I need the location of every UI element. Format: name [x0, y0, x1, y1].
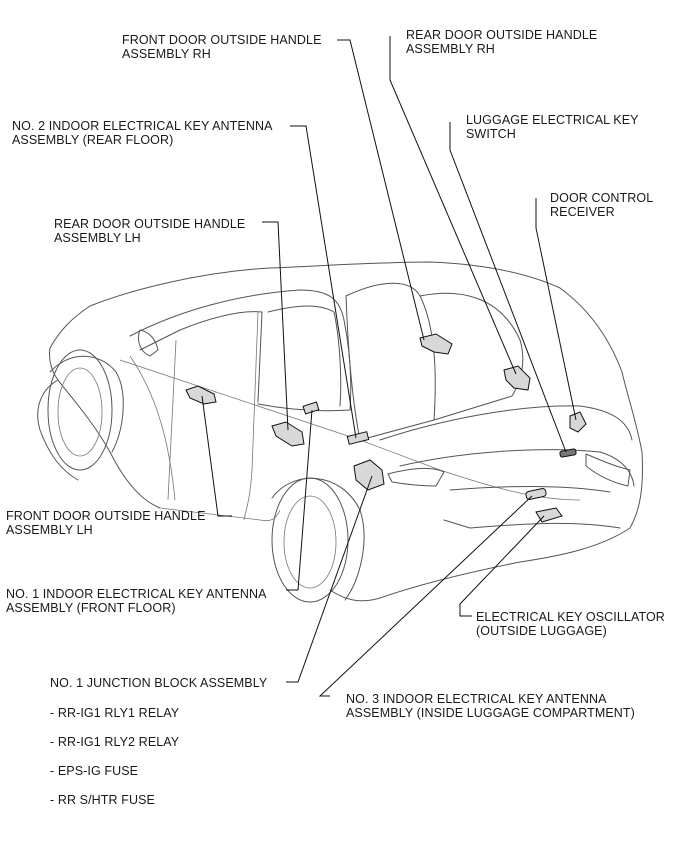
leader-key-oscillator [459, 515, 545, 617]
component-junction-block [353, 459, 385, 491]
label-no1-antenna: NO. 1 INDOOR ELECTRICAL KEY ANTENNA ASSE… [6, 587, 267, 615]
component-door-receiver [569, 411, 587, 433]
component-luggage-switch [559, 448, 577, 458]
label-no2-antenna: NO. 2 INDOOR ELECTRICAL KEY ANTENNA ASSE… [12, 119, 273, 147]
label-door-receiver: DOOR CONTROL RECEIVER [550, 191, 654, 219]
label-luggage-switch: LUGGAGE ELECTRICAL KEY SWITCH [466, 113, 639, 141]
leader-lines [201, 36, 577, 697]
junction-item: - RR-IG1 RLY2 RELAY [50, 735, 180, 749]
leader-junction-block [286, 475, 373, 683]
leader-no1-antenna [286, 409, 313, 591]
leader-front-door-lh [201, 395, 232, 517]
label-junction-block: NO. 1 JUNCTION BLOCK ASSEMBLY [50, 676, 268, 690]
leader-no2-antenna [290, 125, 357, 439]
component-key-oscillator [535, 507, 563, 523]
label-rear-door-rh: REAR DOOR OUTSIDE HANDLE ASSEMBLY RH [406, 28, 598, 56]
label-front-door-lh: FRONT DOOR OUTSIDE HANDLE ASSEMBLY LH [6, 509, 206, 537]
leader-no3-antenna [318, 495, 533, 697]
label-no3-antenna: NO. 3 INDOOR ELECTRICAL KEY ANTENNA ASSE… [346, 692, 635, 720]
component-rear-handle-rh [503, 365, 531, 391]
leader-door-receiver [535, 198, 577, 421]
leader-rear-door-lh [262, 221, 289, 431]
label-front-door-rh: FRONT DOOR OUTSIDE HANDLE ASSEMBLY RH [122, 33, 322, 61]
leader-front-door-rh [337, 39, 425, 341]
label-rear-door-lh: REAR DOOR OUTSIDE HANDLE ASSEMBLY LH [54, 217, 246, 245]
component-rear-handle-lh [271, 421, 305, 447]
component-front-handle-rh [419, 333, 453, 355]
leader-luggage-switch [449, 122, 567, 453]
component-front-handle-lh [185, 385, 217, 405]
component-no3-antenna [525, 488, 547, 500]
leader-rear-door-rh [389, 36, 517, 375]
junction-item: - RR S/HTR FUSE [50, 793, 155, 807]
label-key-oscillator: ELECTRICAL KEY OSCILLATOR (OUTSIDE LUGGA… [476, 610, 665, 638]
component-no1-antenna [302, 401, 320, 415]
junction-item: - EPS-IG FUSE [50, 764, 139, 778]
junction-item: - RR-IG1 RLY1 RELAY [50, 706, 180, 720]
car-body-outline [37, 261, 643, 603]
component-no2-antenna [346, 431, 370, 445]
